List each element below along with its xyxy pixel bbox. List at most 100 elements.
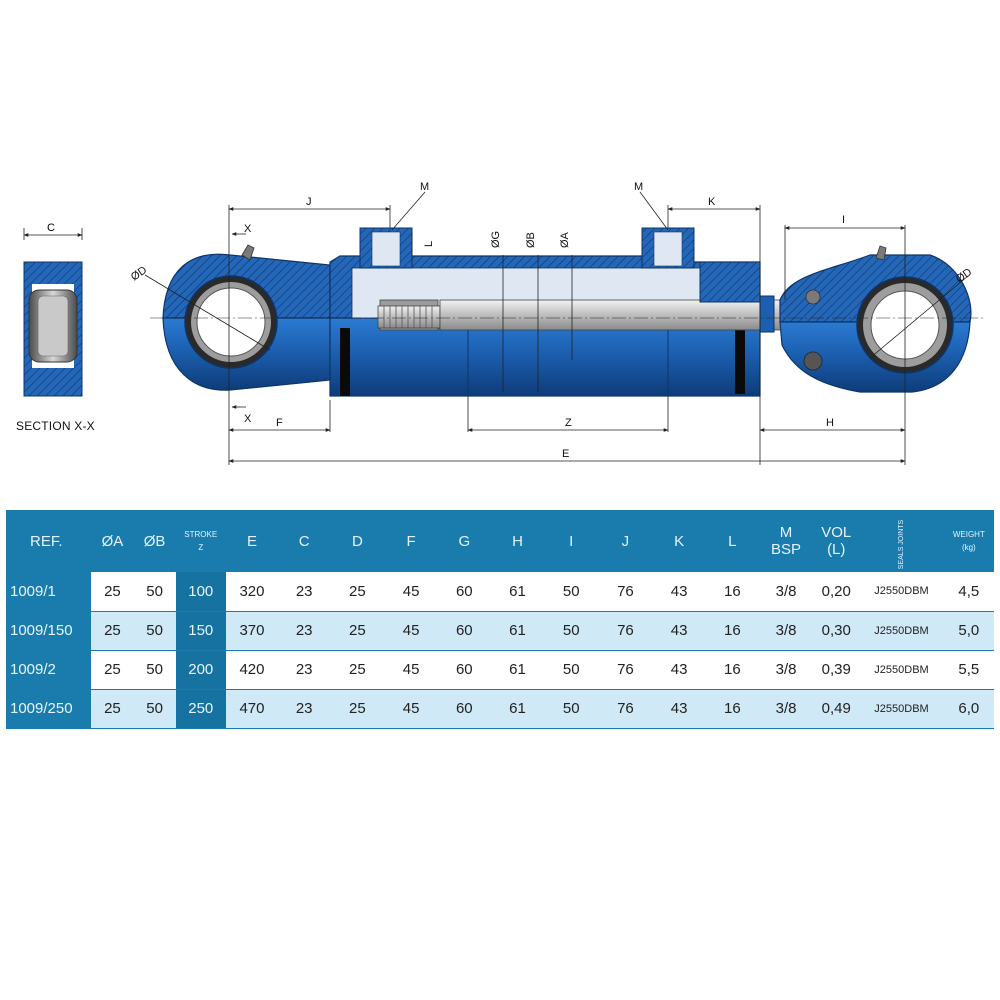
cell-b: 50: [133, 650, 176, 689]
cell-c: 23: [278, 650, 331, 689]
cell-a: 25: [91, 572, 134, 611]
col-j: J: [598, 510, 653, 572]
dim-i-label: I: [842, 214, 845, 226]
cell-k: 43: [652, 650, 706, 689]
dim-j-label: J: [306, 196, 312, 208]
col-vol: VOL(L): [813, 510, 860, 572]
cell-m: 3/8: [758, 572, 814, 611]
cell-m: 3/8: [758, 611, 814, 650]
cell-l: 16: [705, 650, 759, 689]
cell-i: 50: [544, 611, 599, 650]
cell-seals: J2550DBM: [859, 650, 944, 689]
cell-ref: 1009/150: [6, 611, 92, 650]
cell-h: 61: [490, 689, 545, 728]
cell-vol: 0,30: [813, 611, 860, 650]
col-e: E: [225, 510, 279, 572]
cell-vol: 0,39: [813, 650, 860, 689]
cell-seals: J2550DBM: [859, 611, 944, 650]
cell-stroke: 250: [175, 689, 226, 728]
cell-f: 45: [384, 572, 438, 611]
cell-l: 16: [705, 572, 759, 611]
cell-b: 50: [133, 572, 176, 611]
col-l: L: [705, 510, 759, 572]
cell-f: 45: [384, 650, 438, 689]
cell-h: 61: [490, 572, 545, 611]
cell-d: 25: [330, 650, 385, 689]
col-seals: SEALS JOINTS: [859, 510, 944, 572]
cell-l: 16: [705, 611, 759, 650]
cell-k: 43: [652, 689, 706, 728]
dim-l-label: L: [423, 241, 435, 247]
cell-c: 23: [278, 611, 331, 650]
cell-d: 25: [330, 611, 385, 650]
dim-x-top-label: X: [244, 223, 252, 235]
col-c: C: [278, 510, 331, 572]
dim-c-label: C: [47, 222, 55, 234]
dim-h-label: H: [826, 417, 834, 429]
cell-g: 60: [437, 611, 491, 650]
cell-f: 45: [384, 611, 438, 650]
cell-f: 45: [384, 689, 438, 728]
dim-b-label: ØB: [525, 232, 537, 248]
dim-d-left-label: ØD: [129, 264, 149, 283]
section-x-x-detail: C: [23, 222, 83, 397]
cell-e: 370: [225, 611, 279, 650]
dim-f-label: F: [276, 417, 283, 429]
cell-g: 60: [437, 572, 491, 611]
cell-vol: 0,20: [813, 572, 860, 611]
cell-b: 50: [133, 689, 176, 728]
col-g: G: [437, 510, 491, 572]
cell-weight: 5,0: [943, 611, 994, 650]
cell-i: 50: [544, 650, 599, 689]
cell-a: 25: [91, 689, 134, 728]
cell-k: 43: [652, 572, 706, 611]
cell-d: 25: [330, 689, 385, 728]
col-ref: REF.: [6, 510, 92, 572]
cell-g: 60: [437, 689, 491, 728]
cell-seals: J2550DBM: [859, 689, 944, 728]
cell-seals: J2550DBM: [859, 572, 944, 611]
cell-a: 25: [91, 650, 134, 689]
hydraulic-cylinder-drawing: C: [23, 181, 985, 465]
cell-vol: 0,49: [813, 689, 860, 728]
cell-k: 43: [652, 611, 706, 650]
cell-e: 320: [225, 572, 279, 611]
cell-e: 420: [225, 650, 279, 689]
dim-m-right-label: M: [634, 181, 643, 193]
cell-e: 470: [225, 689, 279, 728]
cell-g: 60: [437, 650, 491, 689]
cell-ref: 1009/1: [6, 572, 92, 611]
cell-weight: 5,5: [943, 650, 994, 689]
dim-e-label: E: [562, 448, 569, 460]
col-f: F: [384, 510, 438, 572]
cell-m: 3/8: [758, 689, 814, 728]
section-caption: SECTION X-X: [16, 419, 95, 433]
cell-j: 76: [598, 689, 653, 728]
col-k: K: [652, 510, 706, 572]
cell-weight: 4,5: [943, 572, 994, 611]
dim-z-label: Z: [565, 417, 572, 429]
dimension-lines: [144, 191, 969, 465]
cell-d: 25: [330, 572, 385, 611]
cell-h: 61: [490, 650, 545, 689]
cell-stroke: 200: [175, 650, 226, 689]
cell-j: 76: [598, 572, 653, 611]
cell-i: 50: [544, 572, 599, 611]
cell-weight: 6,0: [943, 689, 994, 728]
cell-stroke: 100: [175, 572, 226, 611]
col-h: H: [490, 510, 545, 572]
cell-a: 25: [91, 611, 134, 650]
col-i: I: [544, 510, 599, 572]
cell-ref: 1009/250: [6, 689, 92, 728]
col-b: ØB: [133, 510, 176, 572]
col-a: ØA: [91, 510, 134, 572]
cell-stroke: 150: [175, 611, 226, 650]
col-weight: WEIGHT(kg): [943, 510, 994, 572]
cell-b: 50: [133, 611, 176, 650]
